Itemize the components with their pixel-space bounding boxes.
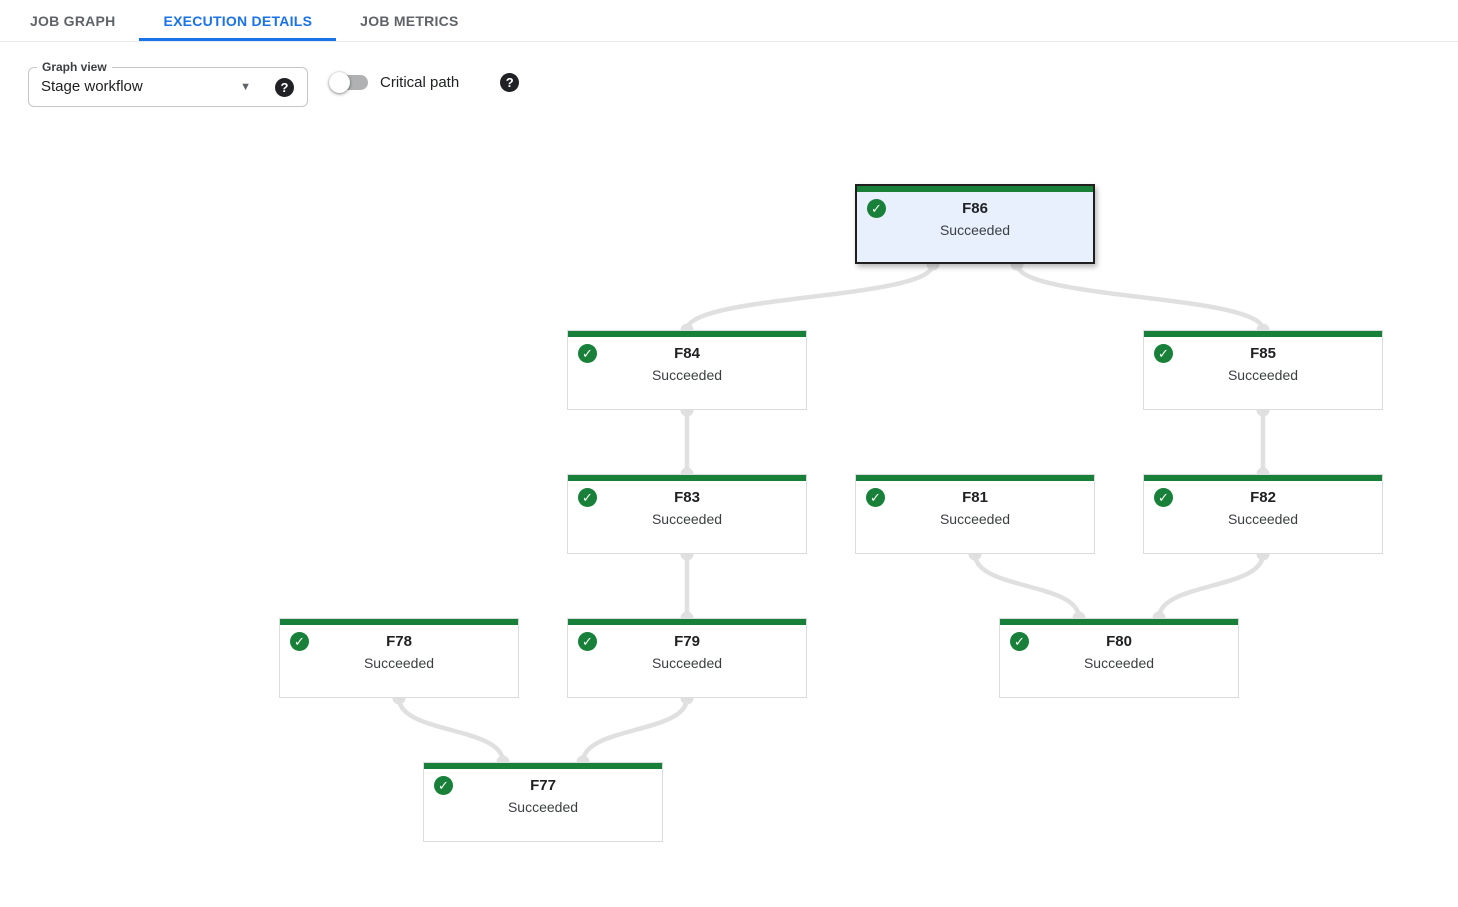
critical-path-toggle[interactable]: [329, 72, 368, 93]
check-circle-icon: ✓: [434, 776, 453, 795]
stage-name: F78: [386, 633, 412, 650]
graph-view-select[interactable]: Graph view Stage workflow ▼ ?: [28, 60, 308, 107]
check-circle-icon: ✓: [578, 344, 597, 363]
stage-status: Succeeded: [651, 511, 723, 527]
stage-status-bar: [1144, 331, 1382, 337]
critical-path-help-icon[interactable]: ?: [500, 73, 520, 92]
graph-edge: [396, 695, 506, 765]
dropdown-arrow-icon: ▼: [240, 81, 251, 93]
stage-name: F79: [674, 633, 700, 650]
stage-status-bar: [280, 619, 518, 625]
stage-name: F80: [1106, 633, 1132, 650]
graph-edge: [684, 261, 936, 333]
check-circle-icon: ✓: [578, 488, 597, 507]
toggle-knob-icon: [329, 72, 350, 93]
stage-name: F86: [962, 200, 988, 217]
stage-status: Succeeded: [1227, 511, 1299, 527]
stage-status-bar: [857, 186, 1093, 192]
stage-status-bar: [856, 475, 1094, 481]
graph-edge: [1156, 551, 1266, 621]
stage-name: F77: [530, 777, 556, 794]
stage-name: F81: [962, 489, 988, 506]
stage-name: F82: [1250, 489, 1276, 506]
tab-execution-details[interactable]: EXECUTION DETAILS: [139, 0, 336, 41]
graph-edge: [972, 551, 1082, 621]
check-circle-icon: ✓: [578, 632, 597, 651]
stage-status: Succeeded: [939, 511, 1011, 527]
stage-status-bar: [568, 475, 806, 481]
graph-edge: [1014, 261, 1266, 333]
stage-name: F84: [674, 345, 700, 362]
tab-job-metrics[interactable]: JOB METRICS: [360, 12, 459, 29]
stage-name: F85: [1250, 345, 1276, 362]
stage-status: Succeeded: [651, 655, 723, 671]
stage-status: Succeeded: [1083, 655, 1155, 671]
check-circle-icon: ✓: [1010, 632, 1029, 651]
stage-status: Succeeded: [1227, 367, 1299, 383]
critical-path-label: Critical path: [380, 74, 460, 91]
graph-view-value: Stage workflow: [41, 78, 143, 95]
graph-edge: [580, 695, 690, 765]
tab-job-graph[interactable]: JOB GRAPH: [30, 12, 116, 29]
graph-view-help-icon[interactable]: ?: [275, 78, 294, 97]
stage-status-bar: [1144, 475, 1382, 481]
stage-status: Succeeded: [507, 799, 579, 815]
stage-status: Succeeded: [363, 655, 435, 671]
stage-status: Succeeded: [651, 367, 723, 383]
check-circle-icon: ✓: [1154, 488, 1173, 507]
check-circle-icon: ✓: [1154, 344, 1173, 363]
stage-name: F83: [674, 489, 700, 506]
stage-status-bar: [1000, 619, 1238, 625]
stage-status-bar: [568, 619, 806, 625]
stage-status-bar: [568, 331, 806, 337]
critical-path-control: Critical path ?: [329, 72, 520, 93]
check-circle-icon: ✓: [867, 199, 886, 218]
graph-view-label: Graph view: [37, 60, 112, 74]
check-circle-icon: ✓: [290, 632, 309, 651]
tab-bar: JOB GRAPH EXECUTION DETAILS JOB METRICS: [0, 0, 1458, 42]
stage-status: Succeeded: [939, 222, 1011, 238]
controls-row: Graph view Stage workflow ▼ ? Critical p…: [0, 42, 1458, 132]
stage-status-bar: [424, 763, 662, 769]
check-circle-icon: ✓: [866, 488, 885, 507]
